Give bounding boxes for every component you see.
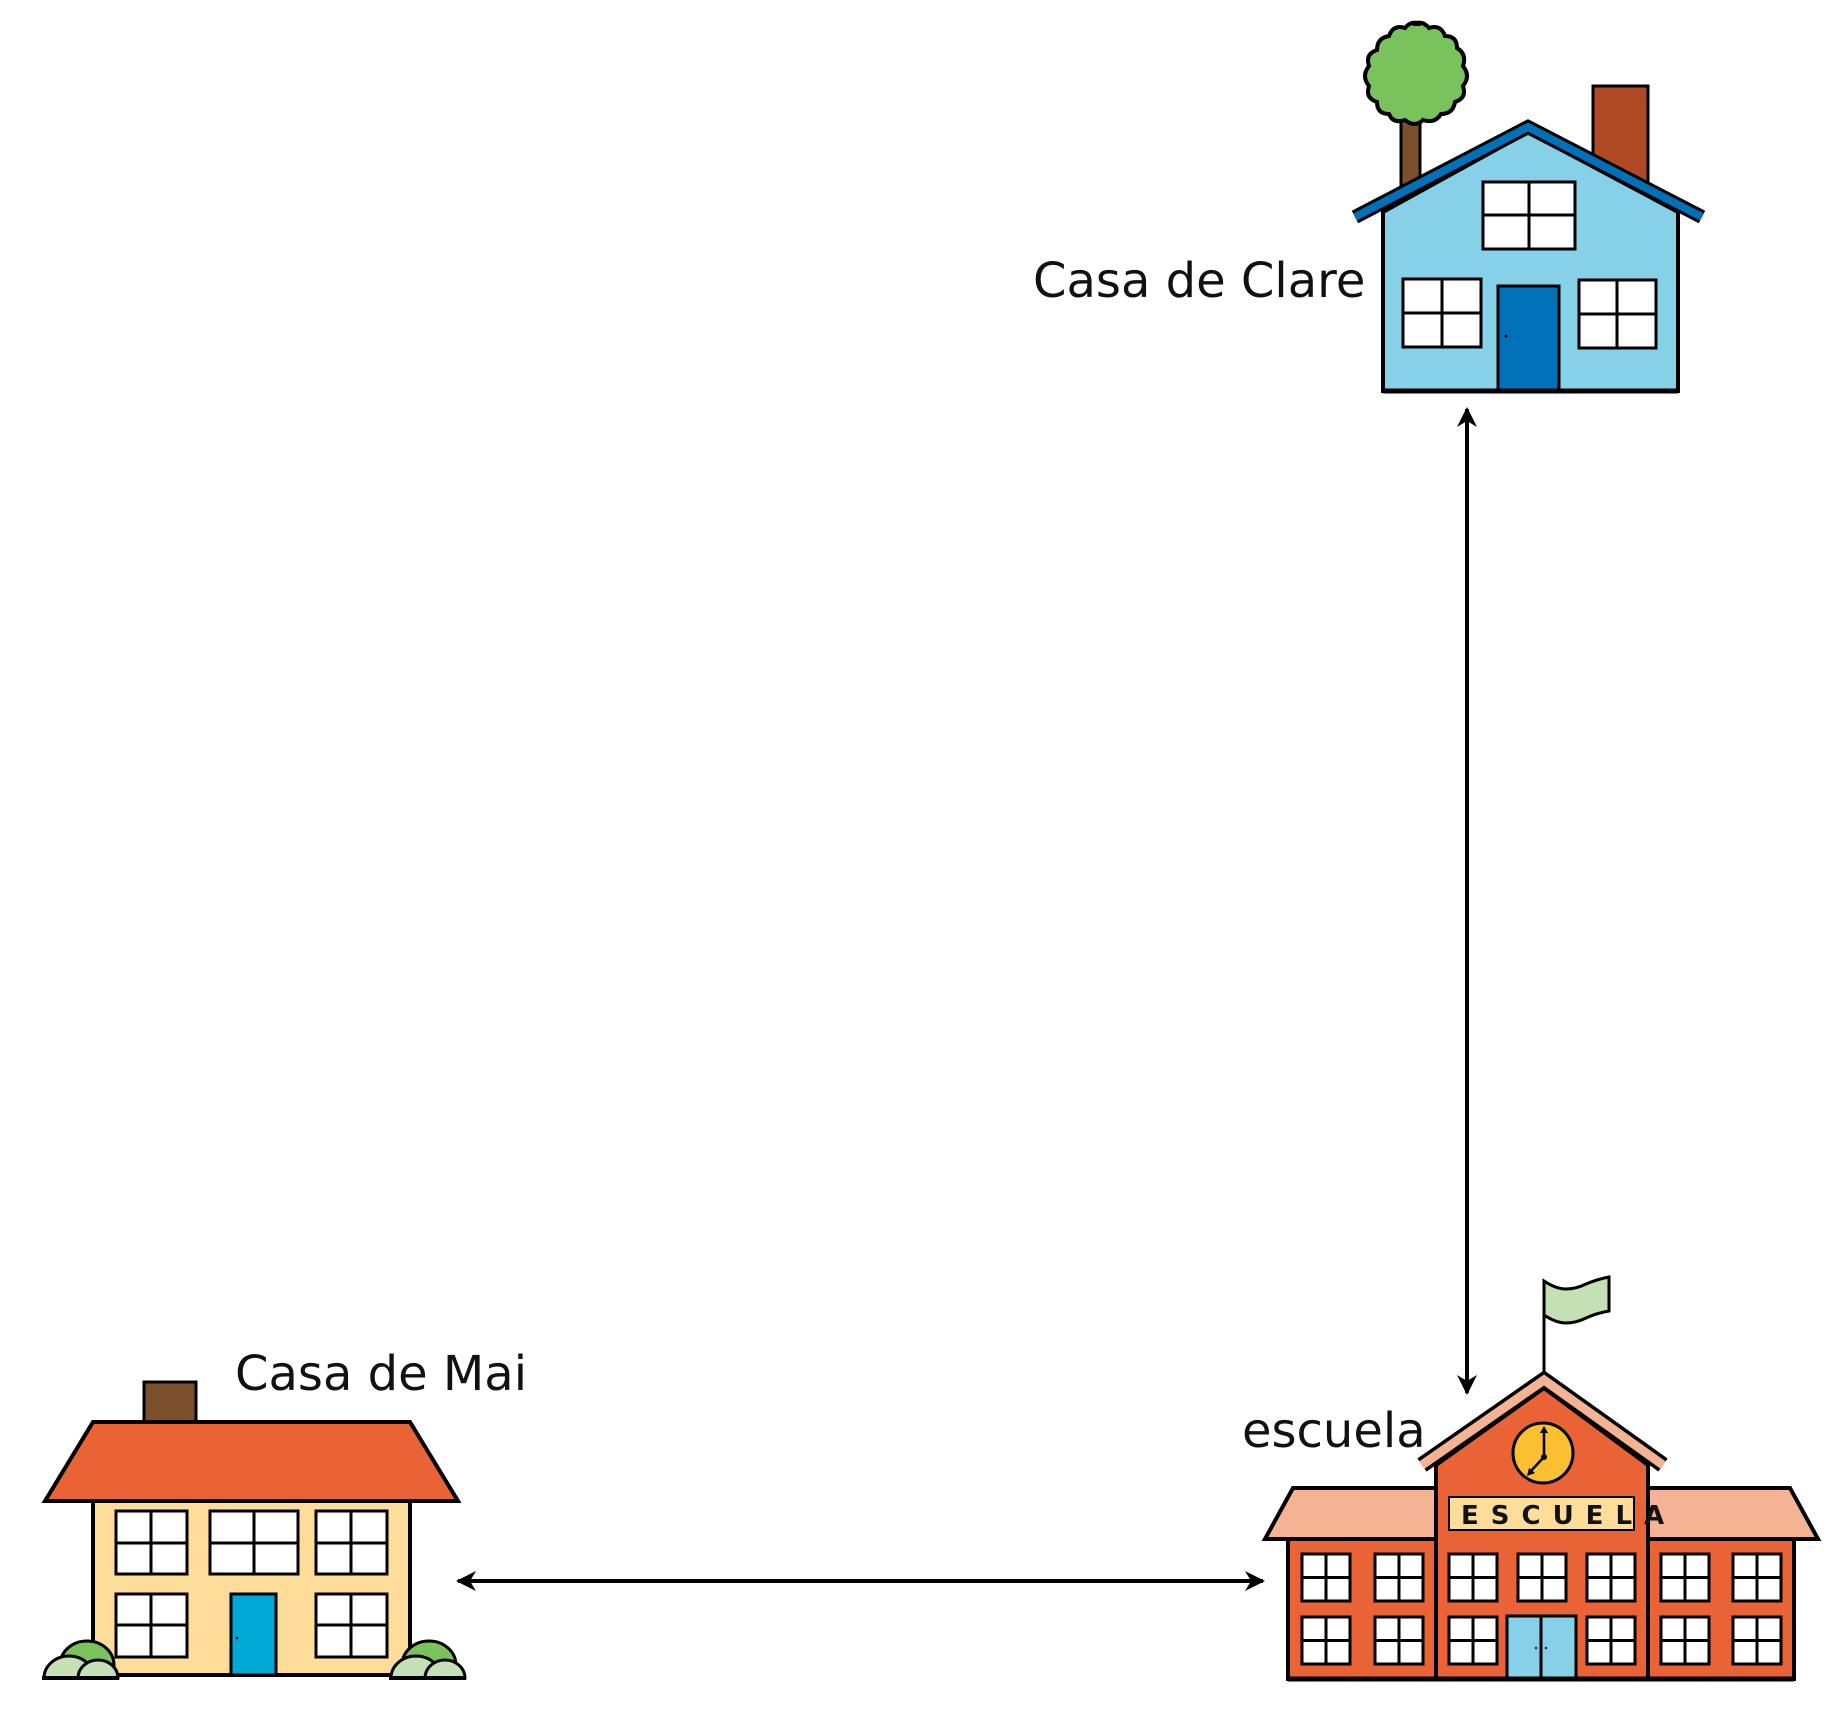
- tree-crown: [1363, 20, 1469, 126]
- window: [1447, 1615, 1499, 1666]
- window: [114, 1509, 189, 1576]
- window: [1731, 1552, 1783, 1603]
- window: [1577, 278, 1658, 350]
- window: [1401, 277, 1483, 349]
- window: [1481, 180, 1577, 251]
- school-sign-text: ESCUELA: [1461, 1501, 1676, 1531]
- door: [1496, 284, 1561, 393]
- window: [314, 1509, 389, 1576]
- window: [1516, 1552, 1568, 1603]
- bush-icon: [389, 1639, 467, 1680]
- door-knob: [235, 1636, 239, 1640]
- school-door: [1505, 1614, 1578, 1681]
- clock-icon: [1511, 1421, 1575, 1485]
- window: [1731, 1615, 1783, 1666]
- left-wing-roof: [1261, 1486, 1440, 1541]
- chimney: [142, 1380, 198, 1426]
- roof: [41, 1420, 462, 1503]
- door: [229, 1592, 278, 1677]
- bush-icon: [42, 1639, 120, 1680]
- tower-roof-fill: [1419, 1374, 1666, 1469]
- window: [208, 1509, 300, 1576]
- tree-icon: [1363, 20, 1469, 197]
- school-sign: [1448, 1496, 1635, 1531]
- window: [1447, 1552, 1499, 1603]
- mai-house: [41, 1380, 467, 1680]
- flag-icon: [1542, 1275, 1611, 1325]
- school-label: escuela: [1242, 1403, 1426, 1459]
- door-knob: [1504, 334, 1508, 338]
- window: [1585, 1615, 1637, 1666]
- window: [1659, 1552, 1711, 1603]
- window: [314, 1592, 389, 1659]
- window: [1300, 1615, 1352, 1666]
- roof-fill: [1353, 122, 1704, 221]
- window: [1659, 1615, 1711, 1666]
- school: ESCUELA: [1261, 1275, 1822, 1682]
- window: [1585, 1552, 1637, 1603]
- window: [1373, 1552, 1425, 1603]
- window: [1373, 1615, 1425, 1666]
- mai-house-label: Casa de Mai: [235, 1346, 527, 1402]
- window: [114, 1592, 189, 1659]
- school-windows: [1300, 1552, 1783, 1666]
- window: [1300, 1552, 1352, 1603]
- clare-house-label: Casa de Clare: [1033, 253, 1365, 309]
- clare-house: [1351, 20, 1706, 394]
